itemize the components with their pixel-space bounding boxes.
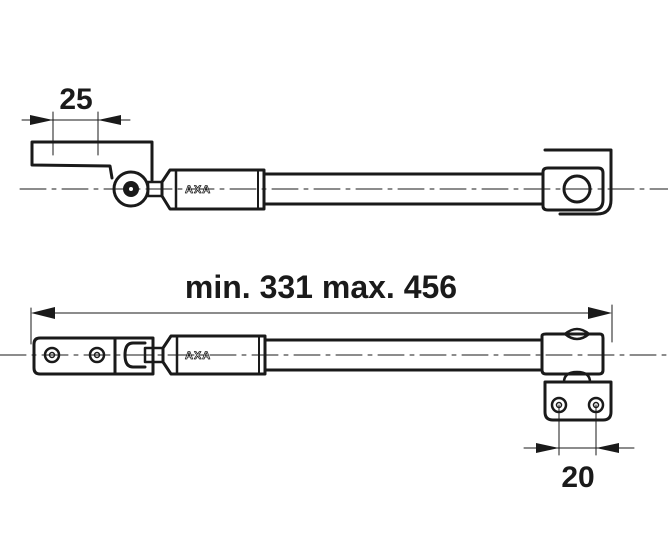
dimension-length: min. 331 max. 456	[185, 269, 457, 305]
arrow-icon	[596, 443, 619, 453]
brand-label: AXA	[185, 350, 211, 362]
arrow-icon	[588, 307, 612, 319]
mounting-bracket	[30, 140, 154, 182]
bottom-view: AXA	[0, 304, 668, 456]
screw-hole	[88, 346, 106, 364]
dimension-20: 20	[561, 461, 594, 494]
arrow-icon	[536, 443, 559, 453]
brand-label: AXA	[185, 184, 211, 196]
cylinder-body	[160, 168, 266, 211]
arrow-icon	[31, 307, 55, 319]
piston-rod	[263, 338, 542, 372]
arrow-icon	[30, 115, 53, 125]
end-bracket	[543, 148, 613, 216]
cylinder-body	[161, 334, 267, 376]
arrow-icon	[98, 115, 121, 125]
dimension-25: 25	[59, 83, 92, 116]
end-fitting	[541, 166, 605, 212]
piston-rod	[262, 172, 545, 206]
screw-hole	[43, 346, 61, 364]
end-fitting	[540, 332, 605, 376]
bottom-mount-plate	[543, 380, 613, 422]
top-view: AXA	[19, 111, 668, 216]
clevis	[113, 336, 155, 376]
end-hole	[562, 174, 592, 204]
left-mount-plate	[32, 336, 117, 376]
